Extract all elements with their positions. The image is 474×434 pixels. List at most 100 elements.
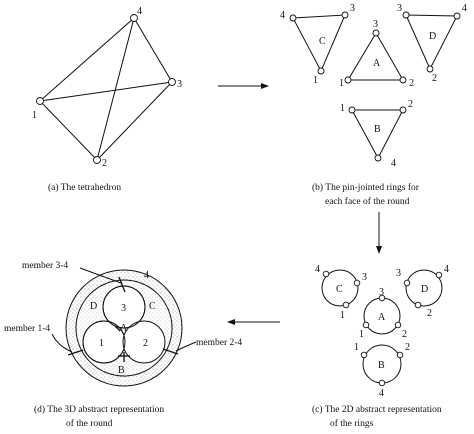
node-label: 2 bbox=[408, 99, 413, 110]
pin-node bbox=[341, 11, 349, 19]
node-label: 1 bbox=[340, 103, 345, 114]
panel-tetrahedron: 4 3 1 2 (a) The tetrahedron bbox=[32, 6, 182, 193]
face-letter: A bbox=[378, 312, 386, 323]
inner-number: 3 bbox=[121, 303, 126, 314]
pin-node bbox=[289, 14, 297, 22]
face-letter: C bbox=[319, 36, 326, 47]
vertex-node bbox=[36, 97, 44, 105]
vertex-label: 4 bbox=[137, 6, 142, 17]
member-label-1-4: member 1-4 bbox=[4, 324, 50, 334]
pin-node bbox=[394, 321, 402, 329]
vertex-node bbox=[130, 14, 138, 22]
node-label: 2 bbox=[405, 342, 410, 353]
node-label: 3 bbox=[397, 3, 402, 14]
pin-node bbox=[396, 351, 404, 359]
node-label: 4 bbox=[444, 264, 449, 275]
caption-c-line2: of the rings bbox=[330, 418, 374, 429]
vertex-node bbox=[93, 156, 101, 164]
leader-line-1-4 bbox=[51, 333, 73, 353]
leader-line-3-4 bbox=[79, 267, 122, 284]
panel-3d-round: 3 1 2 D C A B 4 member 3-4 member 1-4 me… bbox=[4, 261, 242, 429]
pin-node bbox=[322, 270, 330, 278]
outer-number: 4 bbox=[144, 270, 149, 281]
inner-circle-1-outline bbox=[82, 320, 126, 364]
node-label: 1 bbox=[359, 329, 364, 340]
node-label: 2 bbox=[432, 73, 437, 84]
member-label-3-4: member 3-4 bbox=[22, 261, 68, 271]
face-letter: D bbox=[90, 301, 97, 312]
vertex-node bbox=[168, 78, 176, 86]
edge-1-3 bbox=[39, 81, 173, 102]
pin-node bbox=[342, 301, 350, 309]
member-tick-2-4 bbox=[162, 348, 179, 355]
pin-node bbox=[414, 301, 422, 309]
caption-d-line1: (d) The 3D abstract representation bbox=[34, 404, 164, 415]
face-letter: C bbox=[149, 301, 156, 312]
inner-circle-3-outline bbox=[102, 285, 146, 329]
pin-node bbox=[362, 321, 370, 329]
node-label: 2 bbox=[409, 78, 414, 89]
vertex-label: 1 bbox=[32, 110, 37, 121]
member-tick-1-4 bbox=[67, 349, 84, 356]
face-letter: B bbox=[118, 365, 125, 376]
node-label: 1 bbox=[313, 75, 318, 86]
node-label: 4 bbox=[379, 388, 384, 399]
edge-3-2 bbox=[96, 81, 173, 161]
node-label: 4 bbox=[391, 158, 396, 169]
edge-4-2 bbox=[96, 17, 135, 161]
face-letter: A bbox=[373, 58, 381, 69]
pin-node bbox=[399, 106, 407, 114]
pin-node bbox=[435, 271, 443, 279]
node-label: 1 bbox=[354, 342, 359, 353]
pin-node bbox=[317, 67, 325, 75]
ring-D bbox=[405, 269, 443, 307]
face-letter: D bbox=[429, 31, 436, 42]
member-tick bbox=[114, 325, 121, 332]
pin-node bbox=[353, 279, 361, 287]
triangle-D bbox=[405, 14, 458, 71]
triangle-A bbox=[347, 32, 404, 81]
node-label: 3 bbox=[362, 272, 367, 283]
node-label: 1 bbox=[340, 310, 345, 321]
pin-node bbox=[348, 106, 356, 114]
member-tick-3-4 bbox=[118, 276, 126, 293]
member-label-2-4: member 2-4 bbox=[196, 338, 242, 348]
caption-b-line1: (b) The pin-jointed rings for bbox=[312, 182, 420, 193]
pin-node bbox=[399, 76, 407, 84]
node-label: 1 bbox=[339, 78, 344, 89]
node-label: 2 bbox=[402, 329, 407, 340]
inner-circle-2 bbox=[122, 320, 166, 364]
node-label: 3 bbox=[350, 3, 355, 14]
face-letter: B bbox=[378, 360, 385, 371]
pin-node bbox=[453, 12, 461, 20]
node-label: 4 bbox=[462, 3, 467, 14]
triangle-B bbox=[351, 109, 404, 160]
pin-node bbox=[374, 154, 382, 162]
node-label: 3 bbox=[396, 268, 401, 279]
pin-node bbox=[372, 29, 380, 37]
caption-a: (a) The tetrahedron bbox=[48, 182, 121, 193]
caption-b-line2: each face of the round bbox=[325, 196, 410, 207]
face-letter: D bbox=[421, 284, 428, 295]
face-letter: B bbox=[374, 124, 381, 135]
inner-number: 1 bbox=[99, 338, 104, 349]
node-label: 2 bbox=[427, 308, 432, 319]
panel-pin-rings: C 4 3 1 A 3 1 2 D 3 4 2 B 1 2 4 (b) The … bbox=[280, 3, 467, 207]
node-label: 3 bbox=[373, 19, 378, 30]
inner-number: 2 bbox=[143, 338, 148, 349]
node-label: 4 bbox=[280, 10, 285, 21]
leader-line-2-4 bbox=[175, 341, 197, 352]
node-label: 3 bbox=[379, 287, 384, 298]
pin-node bbox=[403, 279, 411, 287]
caption-c-line1: (c) The 2D abstract representation bbox=[312, 404, 442, 415]
edge-4-3 bbox=[133, 17, 173, 83]
ring-C bbox=[321, 269, 359, 307]
pin-node bbox=[426, 65, 434, 73]
pin-node bbox=[378, 294, 386, 302]
pin-node bbox=[402, 11, 410, 19]
pin-node bbox=[378, 379, 386, 387]
pin-node bbox=[344, 76, 352, 84]
edge-1-2 bbox=[39, 100, 98, 161]
edge-4-1 bbox=[39, 17, 135, 102]
